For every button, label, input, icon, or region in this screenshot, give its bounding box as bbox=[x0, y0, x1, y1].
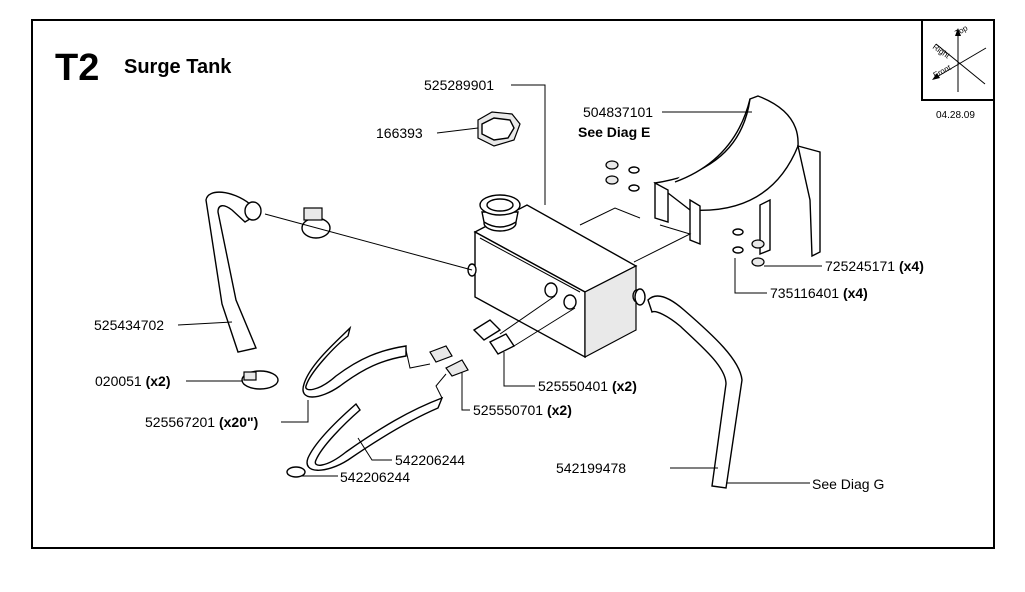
hose-fittings bbox=[429, 319, 516, 377]
leader-lines bbox=[177, 84, 822, 484]
callout-525550701: 525550701 (x2) bbox=[473, 402, 572, 418]
callout-525434702: 525434702 bbox=[94, 317, 164, 333]
callout-166393: 166393 bbox=[376, 125, 423, 141]
callout-542206244-upper: 542206244 bbox=[395, 452, 465, 468]
diagram-frame bbox=[31, 19, 995, 549]
tank-cap bbox=[477, 111, 521, 147]
callout-525567201: 525567201 (x20") bbox=[145, 414, 258, 430]
callout-020051: 020051 (x2) bbox=[95, 373, 171, 389]
callout-542206244-lower: 542206244 bbox=[340, 469, 410, 485]
callout-504837101-note: See Diag E bbox=[578, 124, 650, 140]
part-labels: 525289901 166393 504837101 See Diag E 52… bbox=[94, 77, 924, 492]
hose-525567201 bbox=[302, 325, 407, 398]
diagram-code: T2 bbox=[55, 47, 99, 89]
surge-tank bbox=[467, 194, 642, 359]
revision-date: 04.28.09 bbox=[936, 110, 975, 121]
tank-bracket bbox=[653, 95, 821, 258]
callout-525289901: 525289901 bbox=[424, 77, 494, 93]
diagram-title: Surge Tank bbox=[124, 56, 232, 78]
orientation-indicator: Top Right Front bbox=[921, 19, 995, 101]
hose-542206244 bbox=[306, 396, 444, 471]
callout-542199478: 542199478 bbox=[556, 460, 626, 476]
callout-525550401: 525550401 (x2) bbox=[538, 378, 637, 394]
hose-525434702 bbox=[205, 191, 262, 353]
callout-504837101: 504837101 bbox=[583, 104, 653, 120]
hose-542199478 bbox=[647, 295, 743, 489]
callout-725245171: 725245171 (x4) bbox=[825, 258, 924, 274]
bracket-bolts bbox=[605, 160, 765, 267]
reference-see-diag-g: See Diag G bbox=[812, 476, 884, 492]
callout-735116401: 735116401 (x4) bbox=[770, 285, 868, 301]
